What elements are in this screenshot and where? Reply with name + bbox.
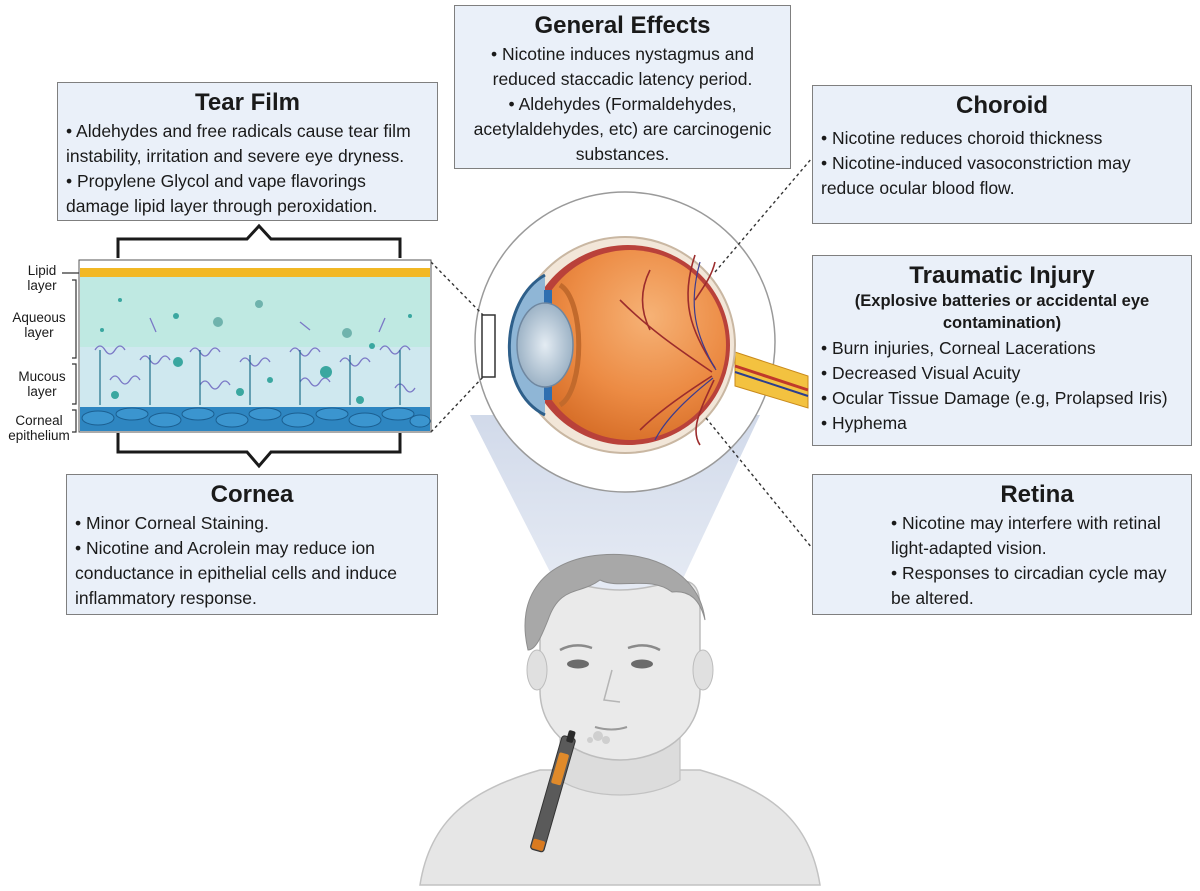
cornea-highlight-rect (481, 314, 496, 378)
choroid-item: Nicotine-induced vasoconstriction may re… (821, 151, 1183, 201)
traumatic-injury-item: Ocular Tissue Damage (e.g, Prolapsed Iri… (821, 386, 1183, 411)
tear-film-item: Propylene Glycol and vape flavorings dam… (66, 169, 429, 219)
lipid-layer-label: Lipid layer (27, 263, 57, 293)
aqueous-layer-label: Aqueous layer (12, 310, 66, 340)
shoulders (419, 769, 821, 886)
tear-film-item: Aldehydes and free radicals cause tear f… (66, 119, 429, 169)
retina-item: Responses to circadian cycle may be alte… (891, 561, 1183, 611)
left-ear (526, 649, 548, 691)
optic-nerve (734, 351, 809, 409)
general-effects-title: General Effects (534, 12, 711, 39)
leader-choroid (714, 157, 813, 273)
cornea-box: Cornea Minor Corneal Staining. Nicotine … (66, 474, 438, 615)
tear-film-title: Tear Film (195, 89, 300, 116)
traumatic-injury-item: Decreased Visual Acuity (821, 361, 1183, 386)
cornea-item: Nicotine and Acrolein may reduce ion con… (75, 536, 429, 611)
right-ear (692, 649, 714, 691)
retina-box: Retina Nicotine may interfere with retin… (812, 474, 1192, 615)
vapor-cloud (587, 731, 610, 744)
general-effects-item: Aldehydes (Formaldehydes, acetylaldehyde… (463, 92, 782, 167)
tear-film-bottom-bracket (116, 433, 402, 469)
traumatic-injury-subtitle: (Explosive batteries or accidental eye c… (854, 292, 1150, 332)
cornea-item: Minor Corneal Staining. (75, 511, 429, 536)
lipid-layer-band (80, 268, 430, 277)
lens-shape (516, 302, 574, 388)
retina-item: Nicotine may interfere with retinal ligh… (891, 511, 1183, 561)
corneal-epithelium-label: Corneal epithelium (8, 413, 70, 443)
tear-film-top-bracket (116, 223, 402, 258)
tear-film-cross-section (78, 259, 432, 433)
leader-tear-film-bottom (430, 376, 484, 433)
choroid-item: Nicotine reduces choroid thickness (821, 126, 1183, 151)
mucous-layer-label: Mucous layer (18, 369, 66, 399)
aqueous-layer-band (80, 277, 430, 347)
retina-layer (534, 250, 726, 440)
choroid-box: Choroid Nicotine reduces choroid thickne… (812, 85, 1192, 224)
person-illustration (419, 553, 821, 886)
choroid-title: Choroid (956, 92, 1048, 119)
traumatic-injury-item: Burn injuries, Corneal Lacerations (821, 336, 1183, 361)
traumatic-injury-box: Traumatic Injury (Explosive batteries or… (812, 255, 1192, 446)
retinal-vessels (619, 254, 716, 446)
tear-film-box: Tear Film Aldehydes and free radicals ca… (57, 82, 438, 221)
e-cigarette (530, 730, 576, 853)
traumatic-injury-title: Traumatic Injury (909, 262, 1095, 289)
general-effects-box: General Effects Nicotine induces nystagm… (454, 5, 791, 169)
leader-retina (705, 417, 813, 549)
hair (524, 553, 706, 651)
face (539, 580, 701, 761)
retina-title: Retina (1000, 481, 1074, 508)
cornea-title: Cornea (210, 481, 294, 508)
traumatic-injury-item: Hyphema (821, 411, 1183, 436)
general-effects-item: Nicotine induces nystagmus and reduced s… (463, 42, 782, 92)
leader-tear-film-top (430, 261, 484, 316)
